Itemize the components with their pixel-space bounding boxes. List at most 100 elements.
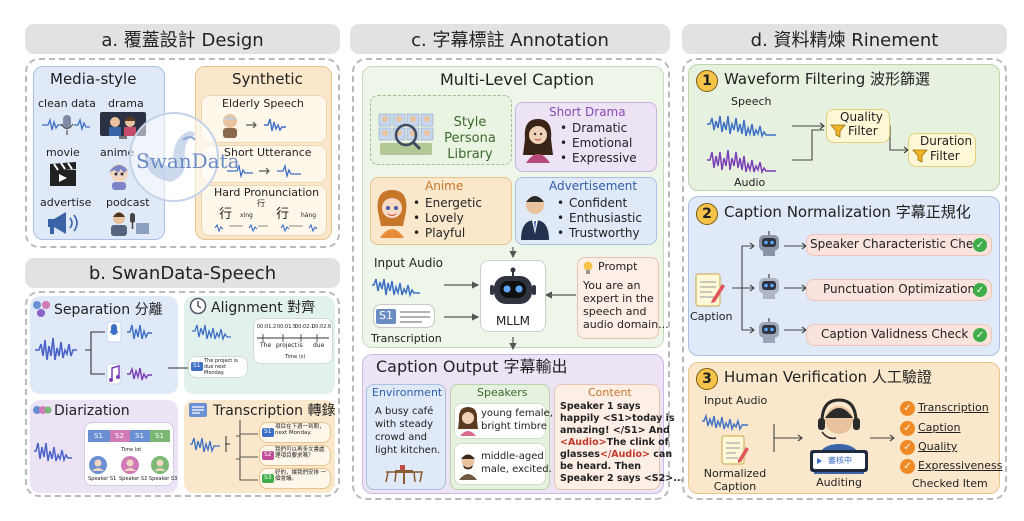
mllm-label: MLLM — [495, 314, 531, 328]
short-drama-item: Dramatic — [560, 121, 637, 136]
content-line-6: be heard. Then — [560, 461, 642, 472]
speaker-1-line-2: bright timbre — [481, 421, 547, 432]
prompt-line-4: audio domain... — [583, 318, 669, 331]
content-title: Content — [588, 386, 632, 399]
hard-glyph-left: 行 — [219, 207, 233, 222]
prompt-line-1: You are an — [583, 279, 641, 292]
speakers-title: Speakers — [477, 386, 528, 399]
drama-woman-icon — [520, 117, 556, 163]
audio-close-tag: </Audio> — [599, 449, 650, 460]
normalized-caption-line-2: Caption — [713, 480, 757, 493]
hard-pronunciation-label: Hard Pronunciation — [214, 186, 320, 199]
cafe-table-icon — [380, 462, 428, 486]
transcription-label: Transcription — [371, 332, 442, 345]
s1-tag: S1 — [376, 309, 396, 324]
checked-item-4: Expressiveness — [918, 459, 1003, 472]
diar-speaker-1: Speaker S1 — [88, 476, 117, 482]
align-tick-1: 00:01.2 — [257, 324, 277, 330]
anime-persona-item: Lovely — [413, 211, 482, 226]
content-line-1: Speaker 1 says — [560, 401, 641, 412]
check-robot-icon-1 — [756, 229, 782, 257]
prompt-line-3: speech and — [583, 305, 647, 318]
short-drama-title: Short Drama — [549, 105, 626, 119]
input-audio-label: Input Audio — [374, 256, 443, 270]
speaker-1-line-1: young female, — [481, 408, 553, 419]
align-word-1: The — [260, 342, 272, 349]
diar-seg-3: S1 — [135, 432, 144, 440]
transcript-tag-2: S2 — [262, 451, 274, 460]
podcast-host-icon — [106, 209, 150, 237]
advertisement-title: Advertisement — [549, 179, 638, 193]
speech-label: Speech — [731, 95, 772, 108]
alignment-waveform — [190, 320, 254, 342]
diarization-title: Diarization — [54, 403, 130, 419]
separation-box — [30, 296, 178, 394]
quality-filter-line-2: Filter — [848, 124, 878, 138]
align-tick-4: 00:02.6 — [312, 324, 332, 330]
content-card — [554, 384, 660, 490]
checked-item-icon-3: ✓ — [900, 440, 915, 455]
media-style-title: Media-style — [50, 70, 137, 88]
diar-seg-4: S1 — [155, 432, 164, 440]
transcript-tag-1: S1 — [262, 428, 274, 437]
prompt-line-2: expert in the — [583, 292, 654, 305]
short-utterance-card — [201, 145, 327, 183]
prompt-card — [577, 257, 659, 339]
quality-filter-line-1: Quality — [840, 110, 883, 124]
panel-b-connector-arrows — [160, 360, 260, 490]
environment-line-2: with steady — [375, 419, 434, 430]
anime-girl-icon — [374, 186, 410, 238]
caption-notepad-icon — [694, 270, 726, 308]
hard-glyph-top: 行 — [257, 199, 265, 208]
transcript-text-2: 我們可以再多文書處 理項目要求嗎？ — [275, 447, 325, 460]
panel-b-header: b. SwanData-Speech — [25, 258, 340, 288]
checked-item-icon-2: ✓ — [900, 421, 915, 436]
environment-line-3: crowd and — [375, 432, 428, 443]
checked-item-icon-4: ✓ — [900, 459, 915, 474]
checked-item-label: Checked Item — [912, 477, 988, 490]
align-sentence: The project is due next Monday. — [204, 358, 238, 376]
swandata-logo-text: SwanData — [136, 149, 240, 173]
anime-persona-item: Energetic — [413, 196, 482, 211]
drama-screen-icon — [99, 111, 147, 139]
diar-speaker-3: Speaker S3 — [149, 476, 178, 482]
align-tag: S1 — [191, 362, 203, 371]
elderly-card — [201, 95, 327, 143]
synthetic-title: Synthetic — [232, 70, 303, 88]
validness-card — [806, 324, 992, 346]
auditor-headset-icon — [806, 396, 872, 474]
speaker-check-label: Speaker Characteristic Check — [810, 237, 987, 251]
input-audio-wave — [370, 272, 442, 298]
check-robot-icon-3 — [756, 316, 782, 344]
transcript-text-1: 項目在下週一到期，next Monday. — [275, 424, 325, 437]
check-robot-icon-2 — [756, 272, 782, 300]
checked-item-3: Quality — [918, 440, 958, 453]
audio-waveform — [705, 142, 805, 178]
transcription-title: Transcription 轉錄 — [213, 403, 336, 419]
align-word-4: due — [313, 342, 325, 349]
speaker-2-line-2: male, excited. — [481, 464, 552, 475]
prompt-title: Prompt — [598, 260, 638, 273]
duration-funnel-icon — [912, 148, 928, 164]
punctuation-label: Punctuation Optimization — [823, 282, 976, 296]
lightbulb-icon — [582, 261, 594, 275]
anime-persona-item: Playful — [413, 226, 482, 241]
alignment-timeline — [255, 330, 331, 352]
hv-flow-arrows — [770, 420, 900, 460]
diar-seg-1: S1 — [94, 432, 103, 440]
media-item-movie: movie — [46, 146, 80, 159]
megaphone-icon — [44, 210, 80, 236]
short-utterance-label: Short Utterance — [224, 146, 312, 159]
short-drama-list: DramaticEmotionalExpressive — [560, 121, 637, 166]
hard-glyph-right: 行 — [276, 207, 290, 222]
elderly-speech-label: Elderly Speech — [222, 97, 304, 110]
caption-normalization-title: Caption Normalization 字幕正規化 — [724, 203, 971, 221]
alignment-timeline-card — [253, 318, 333, 364]
panel-a-header: a. 覆蓋設計 Design — [25, 24, 340, 54]
advertisement-item: Enthusiastic — [557, 211, 642, 226]
validness-label: Caption Validness Check — [821, 327, 969, 341]
elderly-person-icon — [218, 111, 308, 139]
content-line-7: Speaker 2 says <S2>... — [560, 473, 685, 484]
multi-level-title: Multi-Level Caption — [440, 70, 594, 89]
